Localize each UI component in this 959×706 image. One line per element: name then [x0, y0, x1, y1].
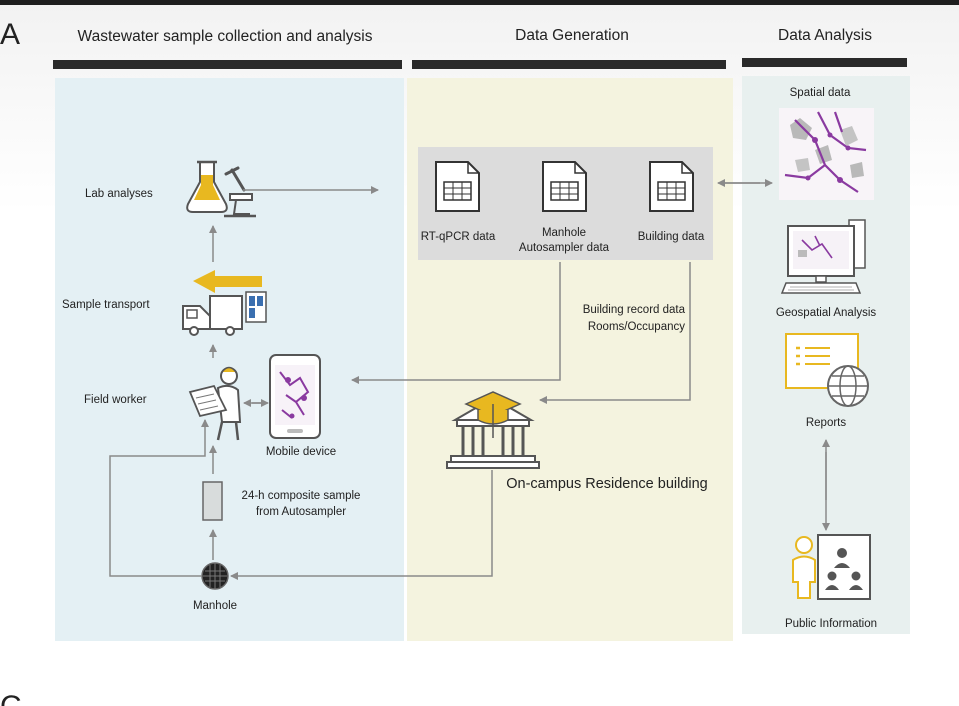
field-worker-label: Field worker: [84, 394, 147, 406]
sample-transport-label: Sample transport: [62, 299, 150, 311]
manhole-data-label-line1: Manhole: [542, 227, 586, 239]
spatial-data-label: Spatial data: [790, 87, 851, 99]
public-information-label: Public Information: [785, 618, 877, 630]
panel-letter-bottom: C: [0, 690, 22, 706]
residence-building-label: On-campus Residence building: [506, 476, 708, 492]
microscope-icon: [224, 166, 256, 218]
arrow-residence-to-manhole: [230, 470, 493, 580]
geospatial-analysis-label: Geospatial Analysis: [776, 307, 877, 319]
building-record-label-line2: Rooms/Occupancy: [588, 321, 685, 333]
composite-sample-label-line2: from Autosampler: [256, 506, 346, 518]
mobile-device-label: Mobile device: [266, 446, 336, 458]
composite-sample-label-line1: 24-h composite sample: [242, 490, 361, 502]
field-worker-icon: [188, 366, 242, 441]
arrow-manhole-loop-to-worker: [109, 419, 209, 577]
public-information-icon: [792, 534, 871, 600]
lab-flask-icon: [186, 160, 228, 213]
building-data-label: Building data: [638, 231, 705, 243]
residence-building-icon: [446, 391, 540, 469]
top-border: [0, 0, 959, 5]
truck-icon: [182, 270, 267, 336]
composite-sample-icon: [202, 481, 223, 521]
rtqpcr-file-icon: [435, 161, 480, 212]
mobile-device-icon: [269, 354, 321, 439]
rtqpcr-data-label: RT-qPCR data: [421, 231, 496, 243]
manhole-data-file-icon: [542, 161, 587, 212]
building-record-label-line1: Building record data: [583, 304, 686, 316]
spatial-map-icon: [779, 108, 874, 200]
column-header-generation: Data Generation: [515, 27, 629, 44]
computer-icon: [780, 219, 866, 294]
manhole-data-label-line2: Autosampler data: [519, 242, 610, 254]
column-header-collection: Wastewater sample collection and analysi…: [78, 28, 373, 45]
arrow-building-data-to-residence: [539, 262, 691, 404]
header-bar-collection: [53, 60, 402, 69]
manhole-icon: [201, 562, 229, 590]
globe-icon: [827, 365, 869, 407]
reports-label: Reports: [806, 417, 847, 429]
arrow-manhole-data-to-device: [351, 262, 561, 384]
header-bar-analysis: [742, 58, 907, 67]
lab-analyses-label: Lab analyses: [85, 188, 153, 200]
column-header-analysis: Data Analysis: [778, 27, 872, 44]
panel-letter: A: [0, 18, 20, 51]
collection-panel: [55, 78, 404, 641]
manhole-label: Manhole: [193, 600, 237, 612]
building-data-file-icon: [649, 161, 694, 212]
header-bar-generation: [412, 60, 726, 69]
